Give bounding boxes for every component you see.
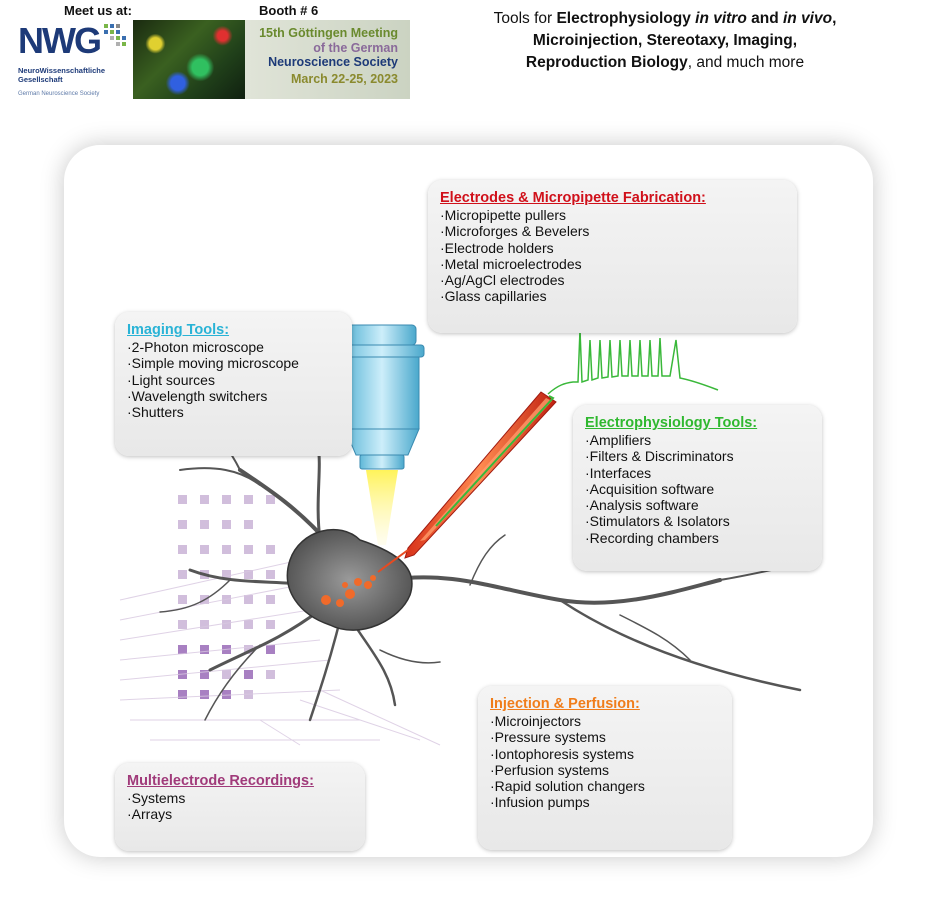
list-item: Glass capillaries	[440, 288, 785, 304]
electrode-array-icon	[178, 495, 275, 699]
electrodes-title: Electrodes & Micropipette Fabrication:	[440, 190, 706, 206]
list-item: Ag/AgCl electrodes	[440, 272, 785, 288]
meet-us-label: Meet us at:	[64, 3, 132, 18]
tagline: Tools for Electrophysiology in vitro and…	[493, 10, 837, 71]
list-item: Perfusion systems	[490, 762, 720, 778]
list-item: Acquisition software	[585, 481, 810, 497]
multielectrode-title: Multielectrode Recordings:	[127, 773, 314, 789]
list-item: Electrode holders	[440, 240, 785, 256]
list-item: Filters & Discriminators	[585, 448, 810, 464]
list-item: Arrays	[127, 806, 353, 822]
ephys-title: Electrophysiology Tools:	[585, 415, 758, 431]
list-item: Amplifiers	[585, 432, 810, 448]
imaging-title: Imaging Tools:	[127, 322, 230, 338]
electrophysiology-tools-box: Electrophysiology Tools: Amplifiers Filt…	[573, 405, 822, 571]
injection-perfusion-box: Injection & Perfusion: Microinjectors Pr…	[478, 686, 732, 850]
list-item: Interfaces	[585, 465, 810, 481]
nwg-logo-grid-icon	[104, 24, 126, 50]
list-item: Light sources	[127, 372, 340, 388]
list-item: Recording chambers	[585, 530, 810, 546]
micropipette-icon	[377, 391, 557, 573]
list-item: Pressure systems	[490, 729, 720, 745]
booth-label: Booth # 6	[259, 3, 319, 18]
electrodes-fabrication-box: Electrodes & Micropipette Fabrication: M…	[428, 180, 797, 333]
list-item: Micropipette pullers	[440, 207, 785, 223]
list-item: Simple moving microscope	[127, 355, 340, 371]
list-item: Stimulators & Isolators	[585, 513, 810, 529]
fluorescence-image	[133, 20, 245, 99]
multielectrode-recordings-box: Multielectrode Recordings: Systems Array…	[115, 763, 365, 851]
action-potential-trace-icon	[547, 329, 719, 395]
list-item: Microforges & Bevelers	[440, 223, 785, 239]
list-item: Shutters	[127, 404, 340, 420]
list-item: 2-Photon microscope	[127, 339, 340, 355]
list-item: Iontophoresis systems	[490, 746, 720, 762]
nwg-subtitle-english: German Neuroscience Society	[18, 91, 100, 97]
nwg-logo: NWG	[18, 20, 102, 61]
nwg-subtitle: NeuroWissenschaftliche Gesellschaft	[18, 66, 106, 84]
list-item: Metal microelectrodes	[440, 256, 785, 272]
list-item: Wavelength switchers	[127, 388, 340, 404]
imaging-tools-box: Imaging Tools: 2-Photon microscope Simpl…	[115, 312, 352, 456]
list-item: Systems	[127, 790, 353, 806]
list-item: Rapid solution changers	[490, 778, 720, 794]
microscope-objective-icon	[339, 324, 425, 545]
list-item: Microinjectors	[490, 713, 720, 729]
meeting-banner: 15th Göttingen Meeting of the German Neu…	[245, 20, 410, 99]
list-item: Infusion pumps	[490, 794, 720, 810]
list-item: Analysis software	[585, 497, 810, 513]
injection-title: Injection & Perfusion:	[490, 696, 640, 712]
